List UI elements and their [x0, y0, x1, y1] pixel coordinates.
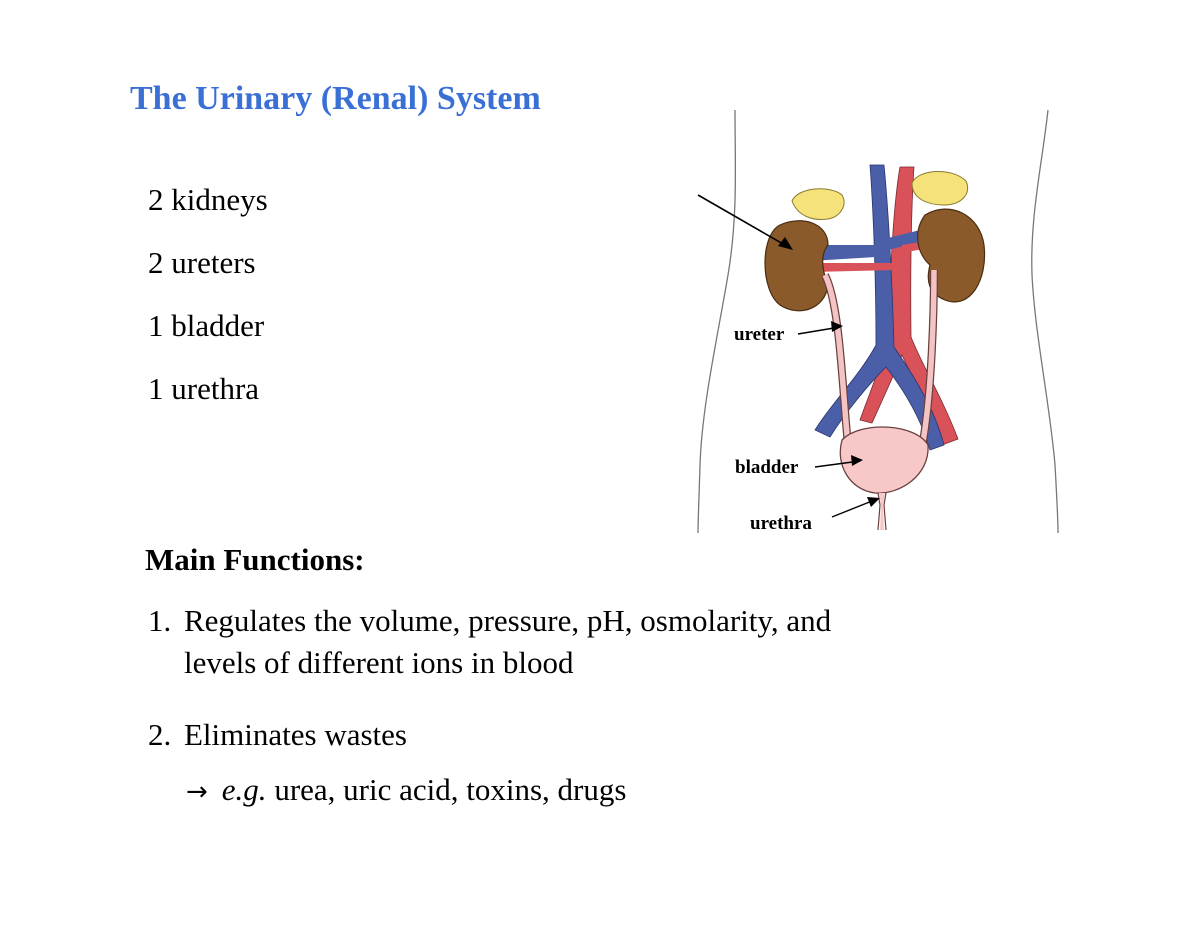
- function-item-2: 2. Eliminates wastes: [148, 714, 407, 756]
- vena-cava-vein: [814, 164, 945, 451]
- example-text: urea, uric acid, toxins, drugs: [266, 772, 627, 807]
- urethra-label: urethra: [750, 513, 812, 534]
- kidney-right: [917, 208, 986, 303]
- adrenal-gland-right: [911, 170, 968, 206]
- list-item: 1 urethra: [148, 371, 260, 406]
- bladder-label: bladder: [735, 457, 799, 478]
- list-item: 2 kidneys: [148, 182, 268, 217]
- renal-vein-left: [810, 245, 876, 261]
- example-prefix: e.g.: [221, 772, 267, 807]
- function-text-continued: levels of different ions in blood: [184, 645, 574, 680]
- list-item: 1 bladder: [148, 308, 265, 343]
- ureter-right-fill: [919, 269, 937, 448]
- kidney-arrow: [697, 194, 791, 249]
- example-line: → e.g. urea, uric acid, toxins, drugs: [186, 772, 626, 808]
- arrow-right-icon: →: [186, 777, 208, 807]
- ureter-arrowhead: [831, 321, 843, 332]
- ureter-left-fill: [822, 273, 851, 446]
- adrenal-gland-left: [791, 188, 845, 220]
- function-text: Regulates the volume, pressure, pH, osmo…: [184, 603, 832, 638]
- ureter-label: ureter: [734, 324, 785, 345]
- kidney-arrowhead: [778, 237, 793, 250]
- urinary-system-diagram: kidney ureter bladder urethra: [690, 105, 1070, 535]
- function-number: 1.: [148, 603, 172, 638]
- main-functions-heading: Main Functions:: [145, 542, 365, 577]
- body-outline-left: [697, 109, 737, 534]
- function-number: 2.: [148, 717, 172, 752]
- page-title: The Urinary (Renal) System: [130, 80, 541, 117]
- urethra-arrowhead: [867, 497, 880, 507]
- bladder-arrowhead: [851, 455, 863, 466]
- bladder-shape: [839, 426, 929, 494]
- function-item-1: 1. Regulates the volume, pressure, pH, os…: [148, 600, 831, 684]
- list-item: 2 ureters: [148, 245, 256, 280]
- function-text: Eliminates wastes: [184, 717, 407, 752]
- urethra-shape: [877, 492, 887, 531]
- kidney-left: [764, 220, 829, 312]
- renal-artery-left: [812, 263, 895, 272]
- body-outline-right: [1031, 109, 1059, 534]
- urethra-fill: [879, 493, 885, 530]
- parts-list: 2 kidneys 2 ureters 1 bladder 1 urethra: [148, 180, 268, 432]
